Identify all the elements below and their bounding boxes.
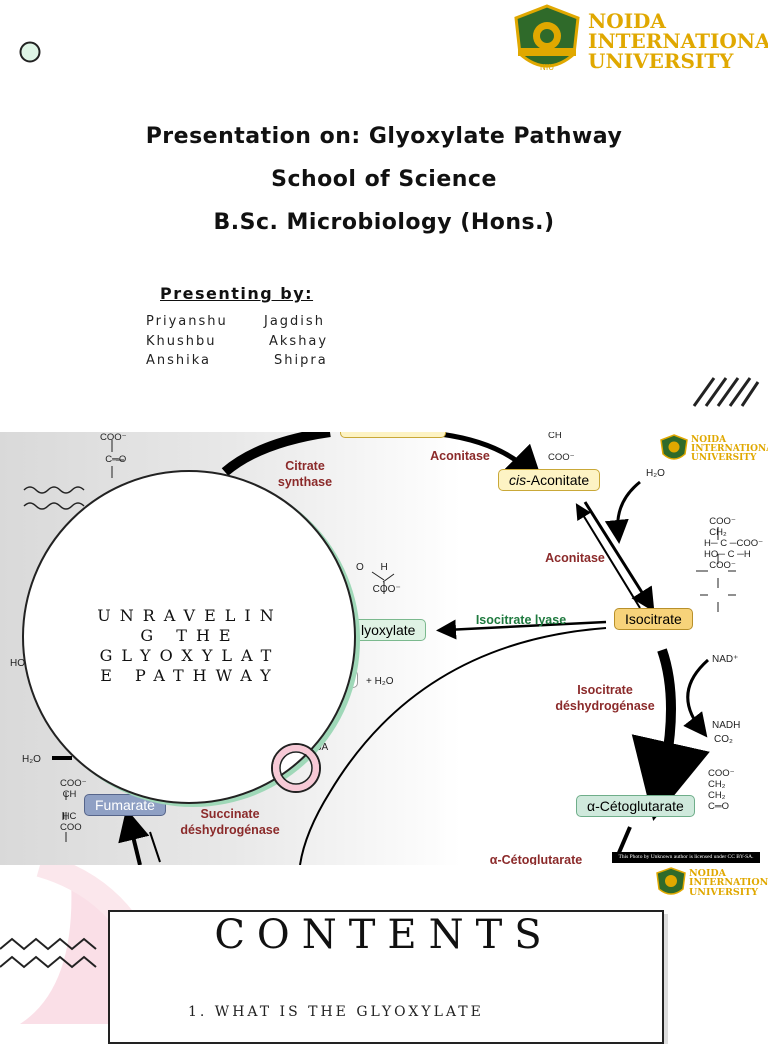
university-seal-icon: NIU bbox=[514, 4, 580, 72]
metabolite-cis-aconitate: cis-Aconitate bbox=[498, 469, 601, 491]
isocitrate-structure: COO⁻ CH₂ H─ C ─COO⁻ HO─ C ─H COO⁻ bbox=[704, 516, 764, 571]
presenter-name: Akshay bbox=[269, 333, 329, 349]
pink-ring-decoration bbox=[271, 743, 321, 793]
logo-line-3: UNIVERSITY bbox=[689, 886, 759, 898]
presenter-name: Khushbu bbox=[146, 333, 217, 349]
logo-line-2: INTERNATIONAL bbox=[588, 29, 768, 53]
fumarate-structure: COO⁻ CH HC COO bbox=[60, 778, 87, 833]
logo-line-3: UNIVERSITY bbox=[691, 452, 757, 463]
slash-lines-decoration bbox=[692, 377, 760, 407]
slide-title-unraveling: UNRAVELIN G THE GLYOXYLAT E PATHWAY bbox=[60, 606, 320, 686]
title-line: E PATHWAY bbox=[100, 666, 280, 685]
cofactor-co2: CO₂ bbox=[714, 734, 733, 745]
metabolite-fumarate: Fumarate bbox=[84, 794, 166, 816]
university-seal-icon bbox=[656, 867, 686, 895]
logo-line-1: NOIDA bbox=[689, 867, 727, 879]
metabolite-akg: α-Cétoglutarate bbox=[576, 795, 695, 817]
presenter-name: Anshika bbox=[146, 353, 212, 368]
university-seal-icon bbox=[660, 434, 688, 460]
cofactor-h2o-top: H₂O bbox=[646, 468, 665, 479]
seal-text: NIU bbox=[540, 63, 554, 72]
logo-line-2: INTERNATIONAL bbox=[691, 443, 768, 454]
metabolite-isocitrate: Isocitrate bbox=[614, 608, 693, 630]
cis-aconitate-structure: CH COO⁻ bbox=[548, 432, 575, 463]
cofactor-nad: NAD⁺ bbox=[712, 654, 739, 665]
school-name: School of Science bbox=[271, 167, 497, 192]
university-logo-small: NOIDA INTERNATIONAL UNIVERSITY bbox=[656, 867, 768, 899]
logo-line-2: INTERNATIONAL bbox=[689, 877, 768, 889]
presenting-label: Presenting by: bbox=[160, 284, 314, 303]
cis-prefix: cis bbox=[509, 472, 527, 488]
photo-credit[interactable]: This Photo by Unknown author is licensed… bbox=[612, 852, 760, 863]
cofactor-coa-fragment: oA bbox=[316, 742, 329, 753]
title-line: UNRAVELIN bbox=[97, 606, 283, 625]
presenter-row: Priyanshu Jagdish bbox=[146, 312, 328, 332]
enzyme-isocitrate-lyase: Isocitrate lyase bbox=[475, 613, 567, 627]
contents-item-1: 1. WHAT IS THE GLYOXYLATE bbox=[188, 1004, 484, 1020]
citrate-box-partial bbox=[340, 432, 446, 438]
presenter-name: Shipra bbox=[274, 353, 328, 368]
presenter-list: Priyanshu Jagdish Khushbu Akshay Anshika Sh… bbox=[146, 312, 328, 371]
title-line: GLYOXYLAT bbox=[99, 646, 281, 665]
cofactor-nadh: NADH bbox=[712, 720, 741, 731]
enzyme-aconitase-mid: Aconitase bbox=[545, 551, 605, 565]
contents-title: CONTENTS bbox=[214, 912, 554, 958]
contents-panel bbox=[108, 910, 664, 1044]
mint-circle-decoration bbox=[19, 41, 41, 63]
glyoxylate-structure: O H COO⁻ bbox=[356, 562, 401, 595]
presenter-row: Khushbu Akshay bbox=[146, 332, 328, 352]
top-left-structure: COO⁻ C═O bbox=[100, 432, 127, 465]
university-logo: NIU NOIDA INTERNATIONAL UNIVERSITY bbox=[512, 4, 768, 78]
logo-line-1: NOIDA bbox=[588, 9, 666, 33]
university-logo-small: NOIDA INTERNATIONAL UNIVERSITY bbox=[660, 434, 768, 464]
cofactor-h2o-left: H₂O bbox=[22, 754, 41, 765]
logo-line-1: NOIDA bbox=[691, 434, 727, 445]
h2o-plus: + H₂O bbox=[366, 676, 394, 687]
akg-structure: COO⁻ CH₂ CH₂ C═O bbox=[708, 768, 735, 812]
presenter-row: Anshika Shipra bbox=[146, 351, 328, 371]
enzyme-aconitase-top: Aconitase bbox=[430, 449, 490, 463]
slide-title: NIU NOIDA INTERNATIONAL UNIVERSITY Prese… bbox=[0, 0, 768, 432]
presenter-name: Jagdish bbox=[264, 314, 325, 329]
cofactor-ho-left: HO bbox=[10, 658, 25, 669]
metabolite-glyoxylate: lyoxylate bbox=[346, 619, 427, 641]
enzyme-akg-bottom: α-Cétoglutarate bbox=[489, 853, 583, 865]
title-line: G THE bbox=[140, 626, 240, 645]
cis-rest: -Aconitate bbox=[526, 472, 590, 488]
course-name: B.Sc. Microbiology (Hons.) bbox=[213, 210, 555, 235]
presenter-name: Priyanshu bbox=[146, 314, 228, 329]
logo-line-3: UNIVERSITY bbox=[588, 49, 734, 73]
presentation-title: Presentation on: Glyoxylate Pathway bbox=[145, 124, 623, 149]
